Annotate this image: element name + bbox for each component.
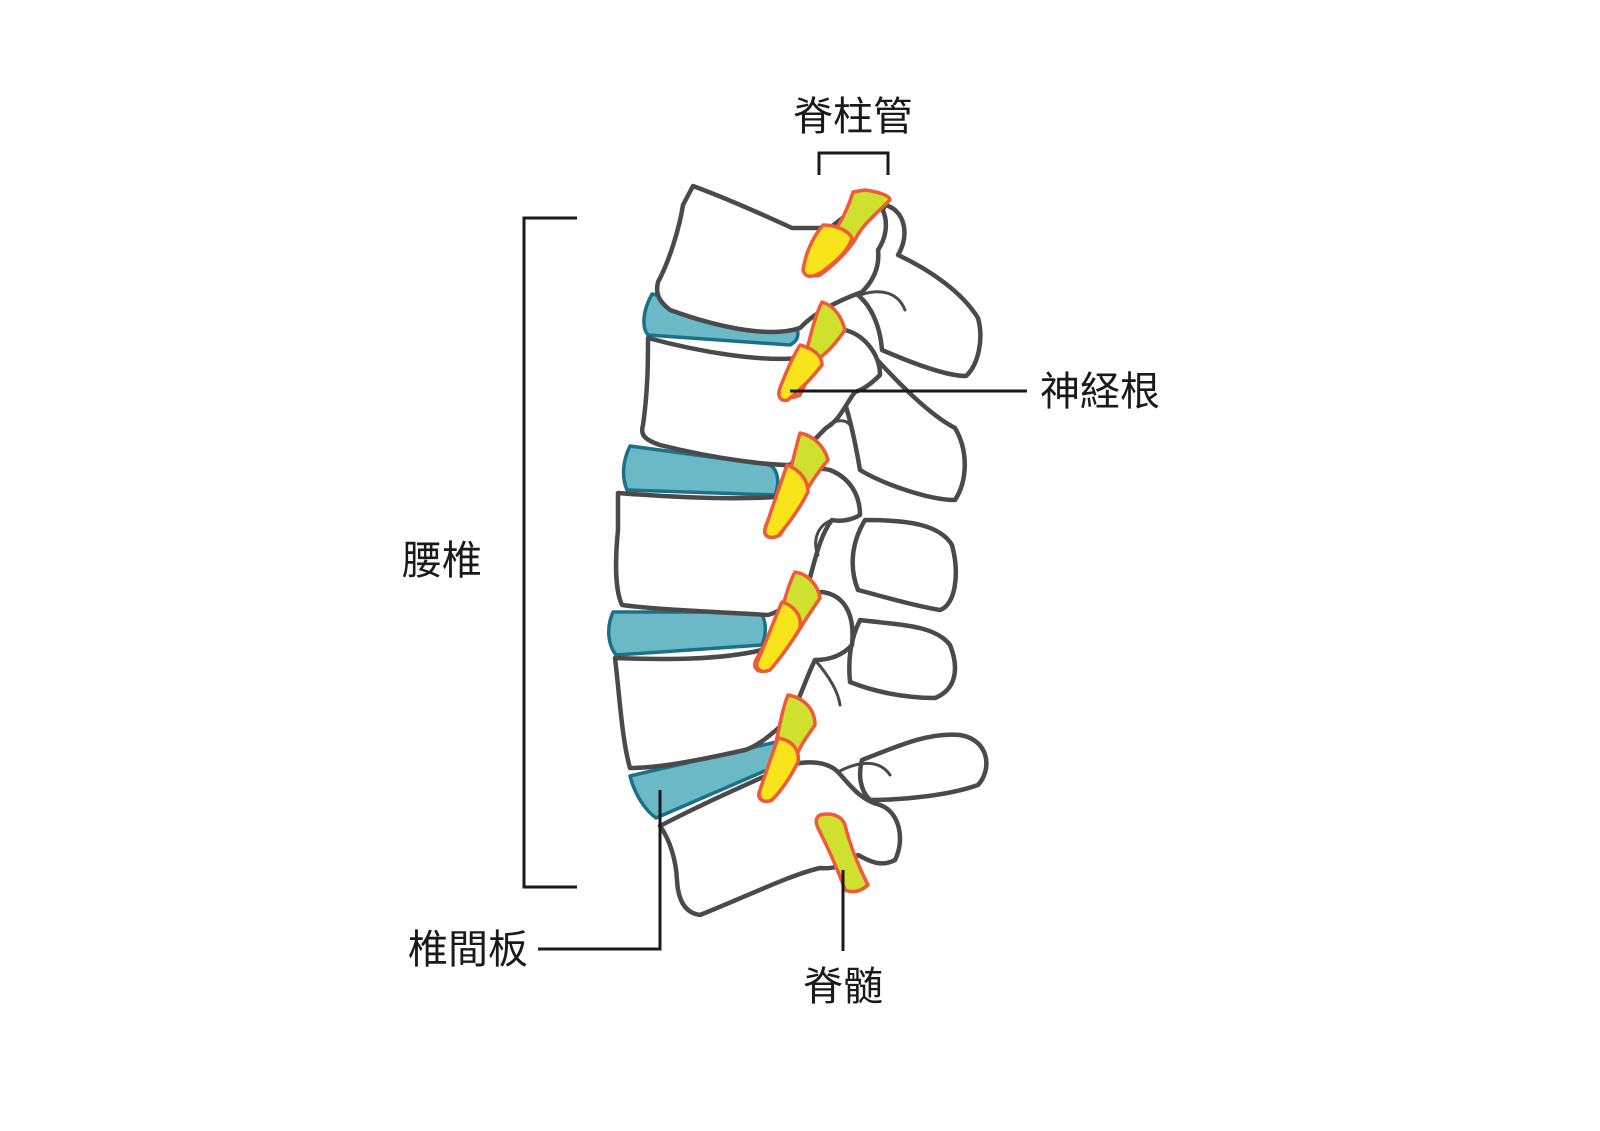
nerve-root-label: 神経根 xyxy=(1040,369,1160,415)
vertebra-5 xyxy=(657,732,989,918)
lumbar-bracket xyxy=(522,216,577,889)
nerve-root-4-sheath xyxy=(755,600,803,673)
disc-leader xyxy=(538,790,662,951)
nerve-root-3-sheath xyxy=(763,463,810,540)
vertebra-2-body xyxy=(640,326,883,468)
vertebra-4-processes xyxy=(847,617,958,701)
vertebra-1 xyxy=(654,183,983,379)
intervertebral-disc-label: 椎間板 xyxy=(408,927,528,973)
nerve-root-5-sheath xyxy=(757,736,801,803)
spinal-canal-bracket xyxy=(817,151,890,175)
spinal-cord-label: 脊髄 xyxy=(803,964,883,1010)
vertebra-1-processes xyxy=(847,202,983,379)
lumbar-spine-label: 腰椎 xyxy=(402,538,482,584)
vertebra-5-body xyxy=(657,760,903,918)
annotation-lines xyxy=(522,151,1027,951)
vertebra-5-processes xyxy=(857,732,989,803)
spinal-cord xyxy=(814,812,870,894)
nerve-root-1-sheath xyxy=(801,223,854,278)
nerve-root-2-sheath xyxy=(777,343,824,403)
spinal-canal-label: 脊柱管 xyxy=(793,94,913,140)
vertebra-3-processes xyxy=(850,517,959,613)
vertebra-2-processes xyxy=(837,349,967,503)
disc-3 xyxy=(607,610,768,657)
nerve-roots xyxy=(753,188,892,894)
